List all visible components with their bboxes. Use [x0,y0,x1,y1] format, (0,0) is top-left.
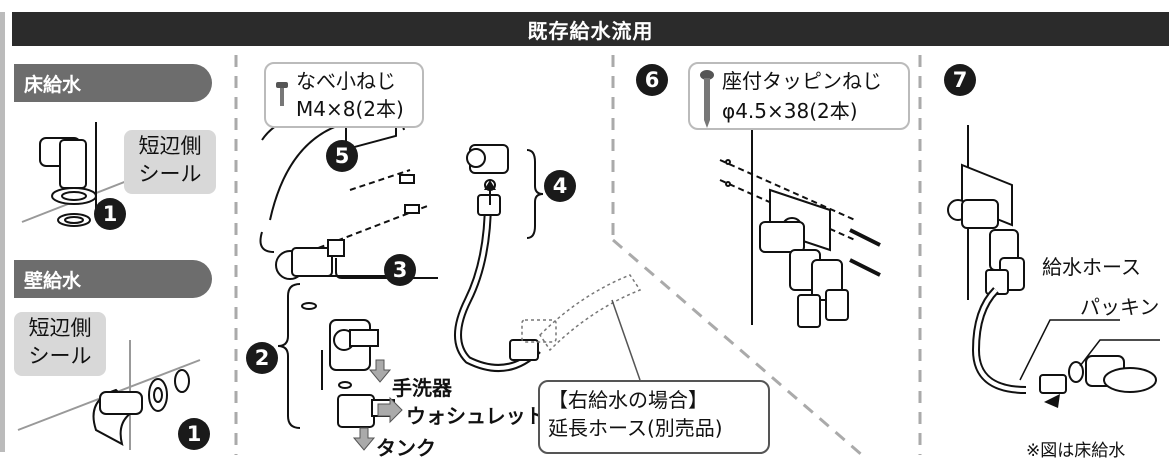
wall-mount-assembly [719,120,881,328]
wall-seal-line1: 短辺側 [28,316,92,340]
floor-seal-line1: 短辺側 [138,134,202,158]
wall-elbow [17,340,201,450]
pan-screw-box: なべ小ねじ M4×8(2本) [264,62,424,128]
tapping-screw-icon [700,70,714,128]
step-4: 4 [544,170,576,202]
right-supply-title: 【右給水の場合】 [548,388,708,412]
step-6: 6 [636,64,668,96]
pan-screw-name: なべ小ねじ [296,69,396,93]
tapping-screw-box: 座付タッピンねじ φ4.5×38(2本) [688,62,910,130]
step-7: 7 [944,64,976,96]
pan-screw-spec: M4×8(2本) [296,97,404,121]
header-title: 既存給水流用 [12,12,1169,46]
brace-4 [526,149,544,239]
right-supply-box: 【右給水の場合】 延長ホース(別売品) [538,380,770,454]
step-1-floor: 1 [94,198,126,230]
leader-extension [611,299,641,381]
washlet-label: ウォシュレット [406,404,546,428]
final-assembly [947,125,1157,394]
floor-seal-callout: 短辺側 シール [124,130,216,194]
leader-packing [1079,339,1160,367]
wall-supply-tab: 壁給水 [14,260,212,298]
step-5: 5 [326,140,358,172]
wall-seal-line2: シール [28,344,92,368]
brace-2 [277,283,301,429]
right-supply-desc: 延長ホース(別売品) [548,416,723,440]
tapping-screw-name: 座付タッピンねじ [722,69,882,93]
tapping-screw-spec: φ4.5×38(2本) [722,99,858,123]
packing-label: パッキン [1080,295,1160,319]
extension-hose [521,274,642,352]
floor-supply-tab: 床給水 [14,64,212,102]
arrow-icon [352,359,403,451]
floor-seal-line2: シール [138,162,202,186]
step-3: 3 [384,254,416,286]
left-edge-bar [0,12,5,452]
pan-screw-icon [276,82,288,106]
leader-hose [1019,319,1120,381]
tank-label: タンク [376,436,436,460]
floor-supply-note: ※図は床給水 [1026,441,1126,461]
hand-wash-label: 手洗器 [392,376,452,400]
divider-2b [612,238,863,457]
floor-elbow [21,122,156,227]
step-1-wall: 1 [178,418,210,450]
wall-seal-callout: 短辺側 シール [14,312,106,376]
supply-hose-label: 給水ホース [1042,255,1141,279]
step-2: 2 [246,342,278,374]
arrow-icon-2 [1044,394,1060,408]
